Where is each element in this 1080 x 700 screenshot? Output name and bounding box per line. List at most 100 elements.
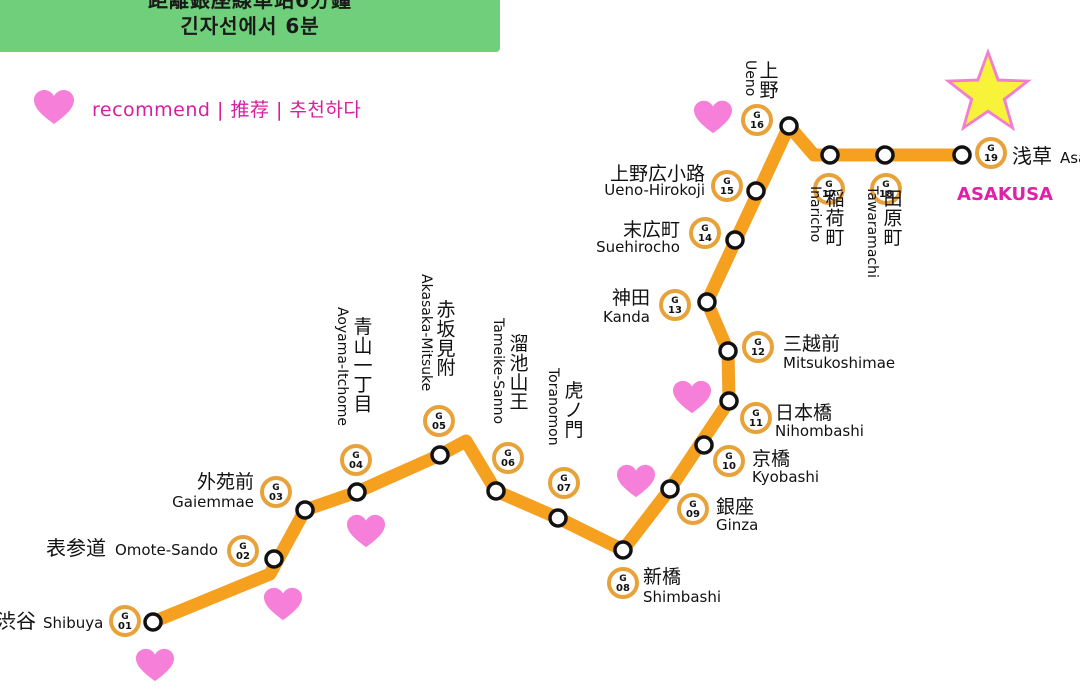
station-badge-g04-number: 04: [349, 460, 363, 471]
station-badge-g08: [607, 567, 639, 599]
station-label-15-en: Ueno-Hirokoji: [604, 181, 705, 199]
station-badge-g16: [741, 104, 773, 136]
station-label-12-jp: 三越前: [783, 333, 840, 355]
station-badge-g13: [659, 289, 691, 321]
station-badge-g07-letter: G: [560, 474, 567, 484]
station-badge-g18-letter: G: [882, 180, 889, 190]
station-badge-g17-letter: G: [825, 180, 832, 190]
station-badge-g05-letter: G: [435, 412, 442, 422]
station-dot-g08: [613, 540, 633, 560]
station-label-18-jp: 田原町: [883, 188, 902, 249]
station-label-03-en: Gaiemmae: [172, 493, 254, 511]
station-badge-g02-number: 02: [236, 551, 250, 562]
station-badge-g12-number: 12: [751, 347, 765, 358]
station-label-19-jp: 浅草: [1012, 144, 1052, 168]
recommend-heart-icon: [694, 100, 732, 134]
header-title-chinese: 距離銀座線車站6分鐘: [148, 0, 352, 12]
recommend-heart-icon: [347, 514, 385, 548]
station-badge-g11-letter: G: [752, 409, 759, 419]
station-label-10-en: Kyobashi: [752, 468, 819, 486]
station-dot-g02: [264, 549, 284, 569]
station-badge-g14: [689, 217, 721, 249]
station-dot-g04: [347, 482, 367, 502]
recommend-heart-icon: [617, 464, 655, 498]
station-badge-g18: [870, 173, 902, 205]
station-badge-g06-number: 06: [501, 458, 515, 469]
station-label-05-en: Akasaka-Mitsuke: [418, 274, 434, 391]
station-label-05-jp: 赤坂見附: [436, 299, 455, 379]
station-label-03-jp: 外苑前: [197, 471, 254, 493]
station-badge-g03-letter: G: [272, 483, 279, 493]
station-badge-g01-letter: G: [121, 612, 128, 622]
station-dot-g11: [719, 391, 739, 411]
station-dot-g06: [486, 481, 506, 501]
station-badge-g04-letter: G: [352, 451, 359, 461]
station-badge-g15-number: 15: [720, 186, 734, 197]
station-badge-g03: [260, 476, 292, 508]
station-label-17-jp: 稲荷町: [825, 188, 844, 249]
destination-star-fill: [951, 56, 1025, 125]
station-dot-g14: [725, 230, 745, 250]
station-badge-g14-number: 14: [698, 233, 712, 244]
station-badge-g16-letter: G: [753, 111, 760, 121]
station-label-08-en: Shimbashi: [643, 588, 721, 606]
station-badge-g07: [548, 467, 580, 499]
station-badge-g16-number: 16: [750, 120, 764, 131]
station-label-12-en: Mitsukoshimae: [783, 354, 895, 372]
station-badge-g10-number: 10: [722, 461, 736, 472]
station-label-16-en: Ueno: [742, 60, 758, 96]
station-badge-g08-number: 08: [616, 583, 630, 594]
header-banner: 距離銀座線車站6分鐘 긴자선에서 6분: [0, 0, 500, 52]
station-badge-g19: [975, 137, 1007, 169]
station-label-15-jp: 上野広小路: [610, 163, 705, 185]
station-badge-g18-number: 18: [879, 189, 893, 200]
station-badge-g13-letter: G: [671, 296, 678, 306]
station-badge-g15: [711, 170, 743, 202]
ginza-line-route: [146, 119, 969, 629]
station-badge-g11-number: 11: [749, 418, 763, 429]
station-label-06-jp: 溜池山王: [509, 333, 528, 413]
station-badge-g12-letter: G: [754, 338, 761, 348]
station-badge-g07-number: 07: [557, 483, 571, 494]
station-dot-g03: [295, 500, 315, 520]
station-badge-g01-number: 01: [118, 621, 132, 632]
station-badge-g06: [492, 442, 524, 474]
station-dot-g05: [430, 445, 450, 465]
station-label-02-jp: 表参道: [46, 536, 106, 560]
station-badge-g02-letter: G: [239, 542, 246, 552]
station-dot-g19: [952, 145, 972, 165]
station-label-10-jp: 京橋: [752, 448, 790, 470]
station-label-13-jp: 神田: [612, 287, 650, 309]
station-label-09-en: Ginza: [716, 516, 758, 534]
station-label-04-jp: 青山一丁目: [353, 316, 372, 416]
station-dot-g18: [875, 145, 895, 165]
station-label-07-en: Toranomon: [545, 367, 561, 446]
station-dot-g12: [718, 341, 738, 361]
station-label-16-jp: 上野: [759, 60, 778, 101]
station-badge-g02: [227, 535, 259, 567]
station-label-01-en: Shibuya: [43, 614, 103, 632]
station-badge-g09-number: 09: [686, 509, 700, 520]
station-badge-g03-number: 03: [269, 492, 283, 503]
station-badge-g14-letter: G: [701, 224, 708, 234]
station-badge-g19-letter: G: [987, 144, 994, 154]
station-dot-g15: [746, 181, 766, 201]
station-badge-g09: [677, 493, 709, 525]
recommend-heart-icon: [264, 587, 302, 621]
station-dot-g01: [143, 612, 163, 632]
station-label-02-en: Omote-Sando: [115, 541, 218, 559]
station-label-11-en: Nihombashi: [775, 422, 864, 440]
station-label-04-en: Aoyama-Itchome: [334, 307, 350, 426]
legend: recommend | 推荐 | 추천하다: [34, 90, 361, 126]
station-badge-g04: [340, 444, 372, 476]
station-label-06-en: Tameike-Sanno: [490, 317, 506, 424]
destination-label: ASAKUSA: [957, 184, 1053, 205]
station-label-14-en: Suehirocho: [596, 238, 680, 256]
station-dot-g09: [660, 479, 680, 499]
header-title-korean: 긴자선에서 6분: [180, 14, 320, 38]
station-label-13-en: Kanda: [603, 308, 650, 326]
station-badge-g05-number: 05: [432, 421, 446, 432]
station-dot-g10: [694, 435, 714, 455]
station-label-17-en: Inaricho: [807, 186, 823, 242]
